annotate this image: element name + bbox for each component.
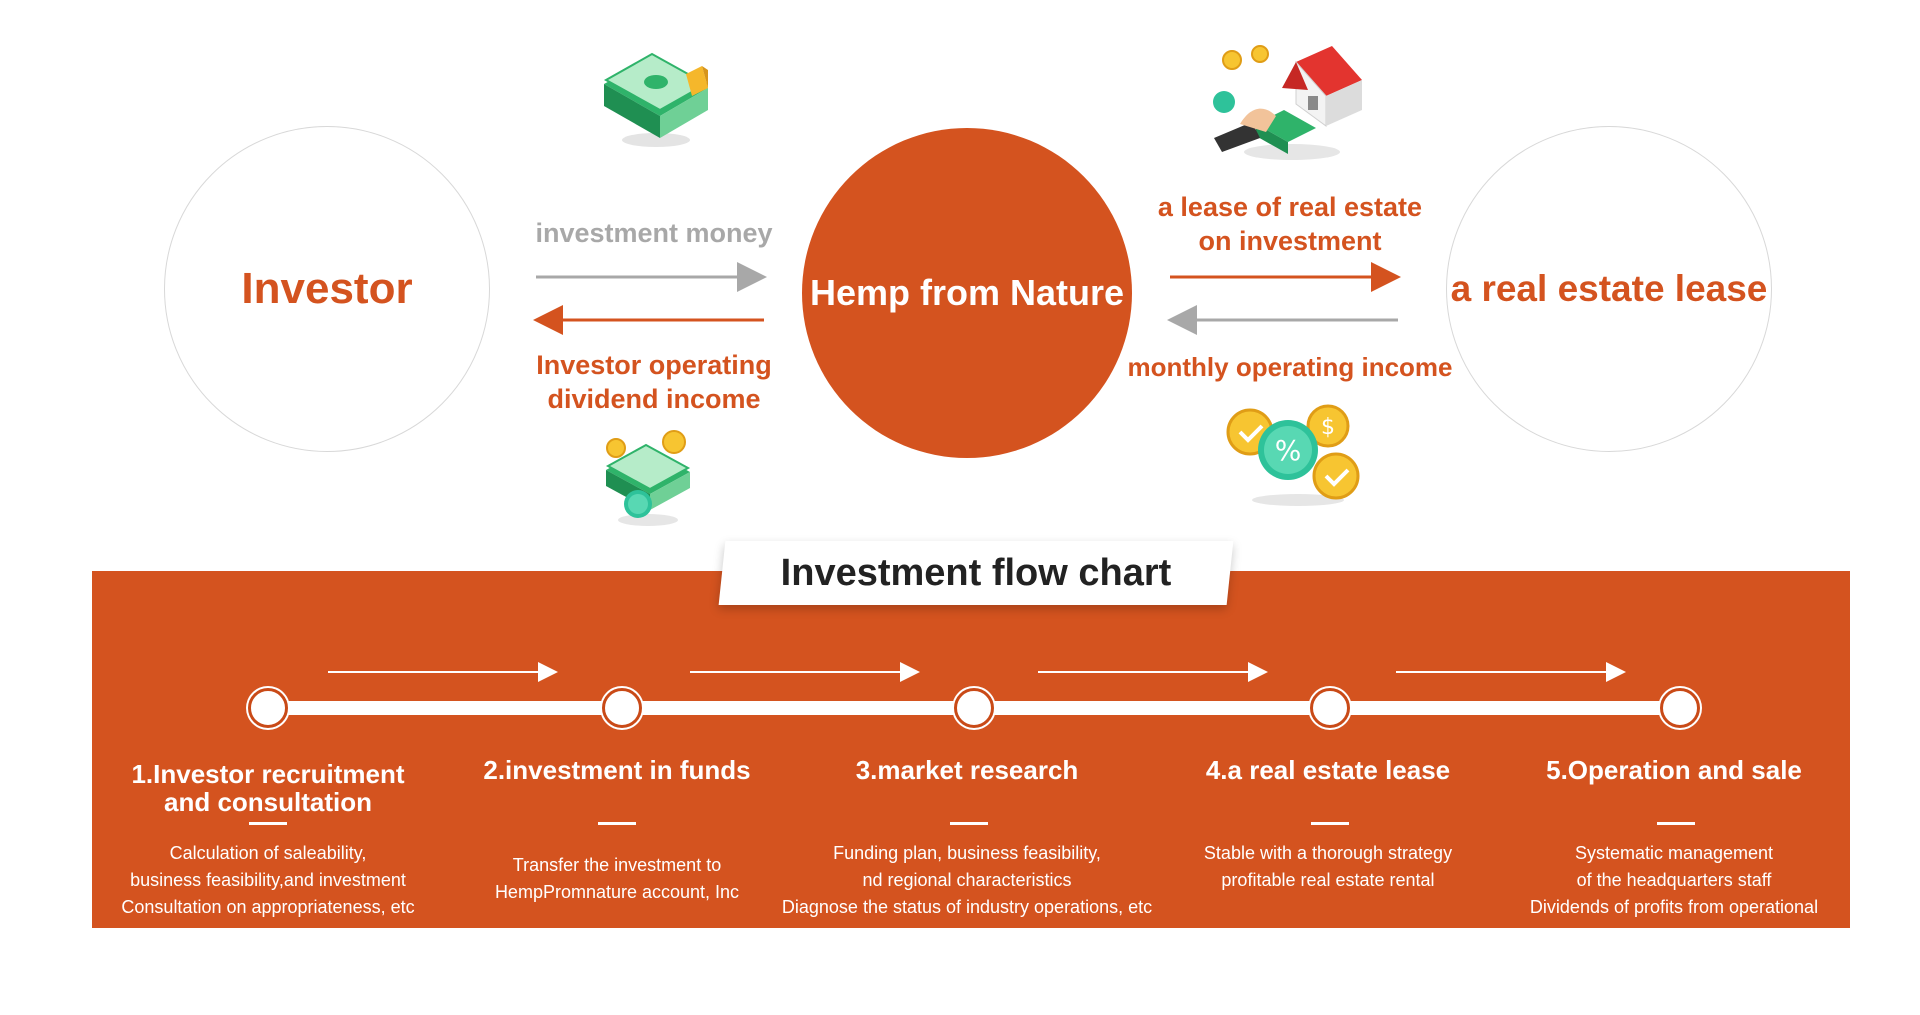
step-4-title: 4.a real estate lease	[1205, 755, 1451, 785]
money-coins-icon	[605, 430, 691, 526]
lease-circle: a real estate lease	[1446, 126, 1772, 452]
step-5-title: 5.Operation and sale	[1546, 755, 1802, 785]
center-label: Hemp from Nature	[809, 272, 1125, 313]
flow-title: Investment flow chart	[780, 551, 1172, 594]
investor-circle: Investor	[164, 126, 490, 452]
lease-investment-label: a lease of real estate on investment	[1157, 192, 1423, 256]
step-1-desc: Calculation of saleability, business fea…	[121, 843, 415, 917]
coins-percent-icon: $ %	[1226, 404, 1360, 506]
house-key-icon	[1213, 45, 1362, 160]
timeline-node-5	[1660, 688, 1700, 728]
investor-label: Investor	[241, 264, 413, 313]
timeline-node-4	[1310, 688, 1350, 728]
step-3-title: 3.market research	[855, 755, 1079, 785]
timeline-node-2	[602, 688, 642, 728]
timeline-node-3	[954, 688, 994, 728]
step-2-title: 2.investment in funds	[483, 755, 751, 785]
step-4-desc: Stable with a thorough strategy profitab…	[1203, 843, 1453, 890]
step-2-desc: Transfer the investment to HempPromnatur…	[494, 855, 740, 902]
dividend-income-label: Investor operating dividend income	[536, 350, 772, 414]
step-4-dash	[1311, 822, 1349, 825]
step-1-title: 1.Investor recruitment and consultation	[131, 759, 405, 817]
step-3-desc: Funding plan, business feasibility, nd r…	[781, 843, 1153, 917]
investment-money-label: investment money	[535, 218, 773, 248]
timeline-node-1	[248, 688, 288, 728]
step-5-desc: Systematic management of the headquarter…	[1529, 843, 1819, 917]
svg-text:$: $	[1321, 415, 1335, 440]
flow-panel	[92, 571, 1850, 928]
diagram-arrows	[533, 262, 1401, 335]
step-1-dash	[249, 822, 287, 825]
step-5-dash	[1657, 822, 1695, 825]
lease-label: a real estate lease	[1450, 268, 1768, 309]
monthly-income-label: monthly operating income	[1127, 352, 1453, 382]
svg-text:%: %	[1275, 434, 1302, 467]
money-stack-icon	[603, 52, 709, 147]
step-2-dash	[598, 822, 636, 825]
step-3-dash	[950, 822, 988, 825]
center-circle: Hemp from Nature	[802, 128, 1132, 458]
